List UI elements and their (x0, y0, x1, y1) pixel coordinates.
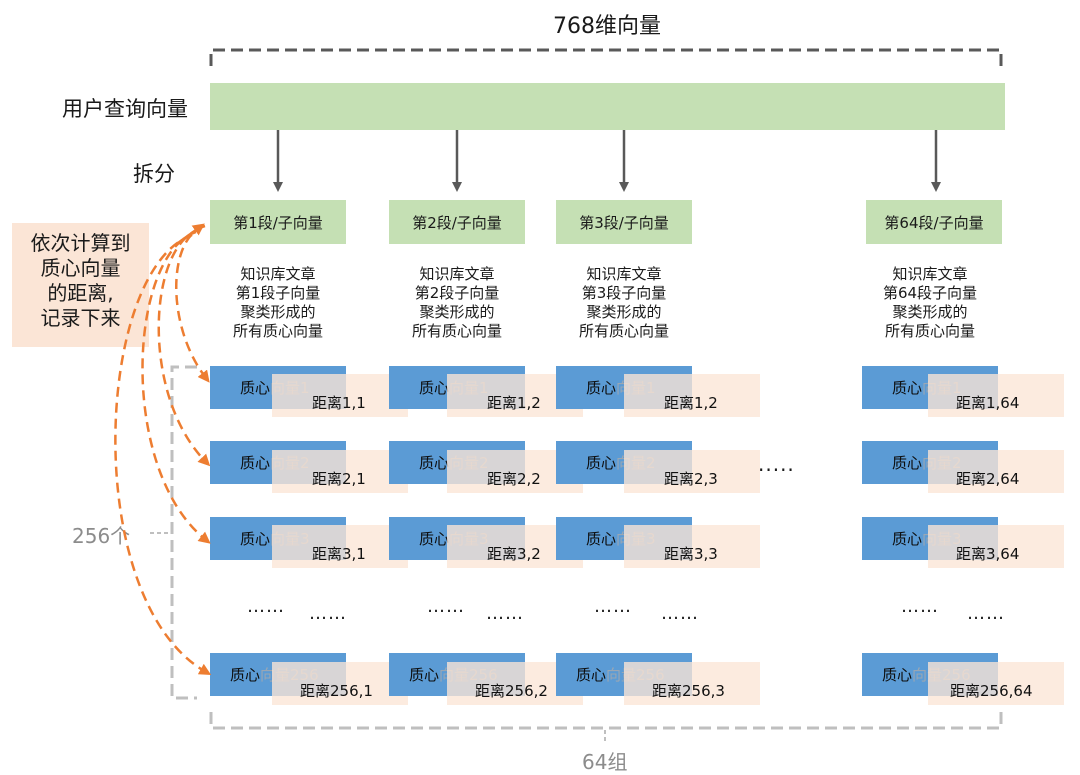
orange-arc (175, 224, 210, 383)
count-label: 256个 (72, 524, 131, 548)
top-bracket (209, 48, 1003, 66)
segment-box-1: 第1段/子向量 (210, 200, 346, 244)
note-box: 依次计算到质心向量的距离,记录下来 (12, 223, 149, 347)
distance-cell: 距离256,1 (272, 662, 408, 705)
ellipsis: …… (967, 603, 1005, 624)
orange-arrow-to-segment (177, 223, 205, 245)
orange-arc (157, 227, 211, 467)
group-count-label: 64组 (582, 750, 628, 774)
left-bracket (170, 365, 197, 700)
split-label: 拆分 (133, 162, 175, 186)
distance-cell: 距离2,1 (272, 450, 408, 493)
orange-arc (141, 230, 211, 544)
segment-box-2: 第2段/子向量 (389, 200, 525, 244)
ellipsis: …… (247, 596, 285, 617)
segment-desc-1: 知识库文章第1段子向量聚类形成的所有质心向量 (232, 265, 323, 340)
ellipsis: …… (594, 596, 632, 617)
distance-cell: 距离256,64 (928, 662, 1064, 705)
segment-desc-64: 知识库文章第64段子向量聚类形成的所有质心向量 (882, 265, 978, 340)
segment-desc-2: 知识库文章第2段子向量聚类形成的所有质心向量 (411, 265, 502, 340)
ellipsis: …… (901, 596, 939, 617)
distance-cell: 距离3,1 (272, 525, 408, 568)
query-vector-bar (210, 83, 1005, 130)
segment-desc-3: 知识库文章第3段子向量聚类形成的所有质心向量 (578, 265, 669, 340)
query-vector-label: 用户查询向量 (62, 97, 188, 121)
distance-cell: 距离2,64 (928, 450, 1064, 493)
ellipsis-middle: ····· (758, 458, 795, 482)
segment-box-64: 第64段/子向量 (866, 200, 1002, 244)
distance-cell: 距离3,3 (624, 525, 760, 568)
ellipsis: …… (427, 596, 465, 617)
ellipsis: …… (309, 603, 347, 624)
distance-cell: 距离256,3 (624, 662, 760, 705)
ellipsis: …… (661, 603, 699, 624)
dimension-label: 768维向量 (553, 14, 661, 39)
distance-cell: 距离3,64 (928, 525, 1064, 568)
distance-cell: 距离1,64 (928, 374, 1064, 417)
distance-cell: 距离2,3 (624, 450, 760, 493)
segment-box-3: 第3段/子向量 (556, 200, 692, 244)
distance-cell: 距离1,1 (272, 374, 408, 417)
bottom-bracket (209, 712, 1003, 730)
ellipsis: …… (486, 603, 524, 624)
distance-cell: 距离1,2 (624, 374, 760, 417)
